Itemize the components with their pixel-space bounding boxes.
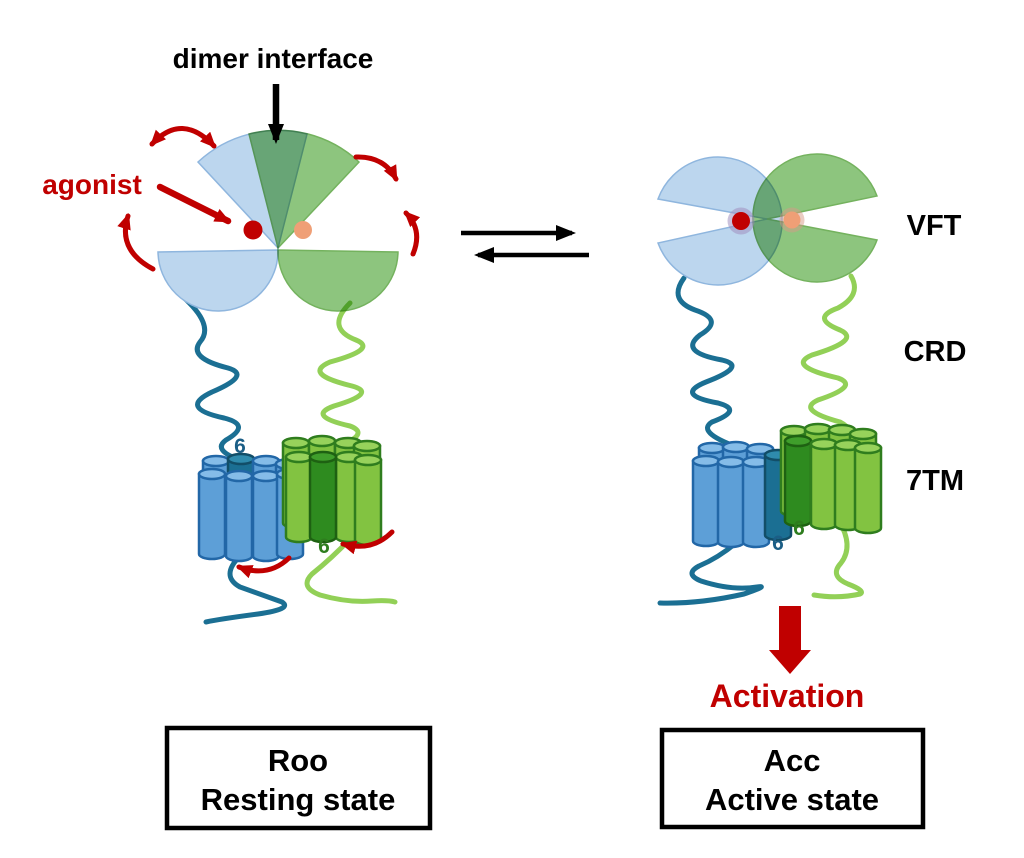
agonist-ligand-dot-red [732, 212, 750, 230]
tm6-helix-green-left [308, 450, 338, 544]
tm6-label-blue-left: 6 [234, 435, 246, 458]
vft-lower-lobe-green-left [277, 249, 399, 312]
crd-linker-blue-right [675, 275, 740, 450]
tm-bundle-green-left [281, 434, 383, 547]
agonist-arrow [156, 183, 232, 225]
crd-label: CRD [904, 336, 967, 368]
equilibrium-arrows [461, 225, 589, 263]
agonist-label: agonist [42, 169, 142, 200]
ligand-dot-orange [783, 211, 801, 229]
vft-label: VFT [907, 210, 962, 242]
c-tail-blue-left [203, 553, 288, 625]
rotation-arrow-right [403, 210, 421, 257]
ligand-dot-orange [294, 221, 312, 239]
tm6-helix-green-right [783, 434, 813, 528]
active-state-label: Active state [705, 782, 879, 817]
seven-tm-label: 7TM [906, 465, 964, 497]
resting-state-box: Roo Resting state [164, 725, 433, 831]
tm6-label-green-right: 6 [793, 517, 805, 540]
agonist-ligand-dot-red [243, 220, 263, 240]
crd-linker-blue-left [179, 293, 243, 463]
c-tail-green-right [811, 518, 864, 600]
activation-arrow [769, 606, 811, 674]
resting-receptor: 6 6 [117, 126, 421, 625]
dimer-interface-label: dimer interface [173, 43, 374, 74]
vft-lower-lobe-blue-left [157, 249, 279, 312]
c-tail-blue-right [657, 540, 764, 606]
rotation-arrow-top-left [149, 126, 217, 149]
rotation-arrow-tm-green-left [340, 529, 395, 555]
active-state-abbr: Acc [764, 743, 821, 778]
active-state-box: Acc Active state [659, 727, 926, 830]
active-receptor: 6 6 Activation [656, 153, 883, 714]
rotation-arrow-tm-blue-left [236, 555, 292, 579]
vft-upper-lobe-green-left [248, 129, 361, 250]
activation-label: Activation [710, 678, 865, 714]
crd-linker-green-left [317, 300, 366, 444]
resting-state-abbr: Roo [268, 743, 328, 778]
tm6-label-green-left: 6 [318, 535, 330, 558]
c-tail-green-left [304, 535, 398, 605]
resting-state-label: Resting state [201, 782, 396, 817]
vft-closed-green-right [752, 153, 879, 283]
crd-linker-green-right [800, 273, 857, 449]
tm6-label-blue-right: 6 [772, 532, 784, 555]
rotation-arrow-left [117, 213, 156, 272]
rotation-arrow-top-right [353, 154, 399, 182]
domain-labels: VFT CRD 7TM [904, 210, 967, 497]
